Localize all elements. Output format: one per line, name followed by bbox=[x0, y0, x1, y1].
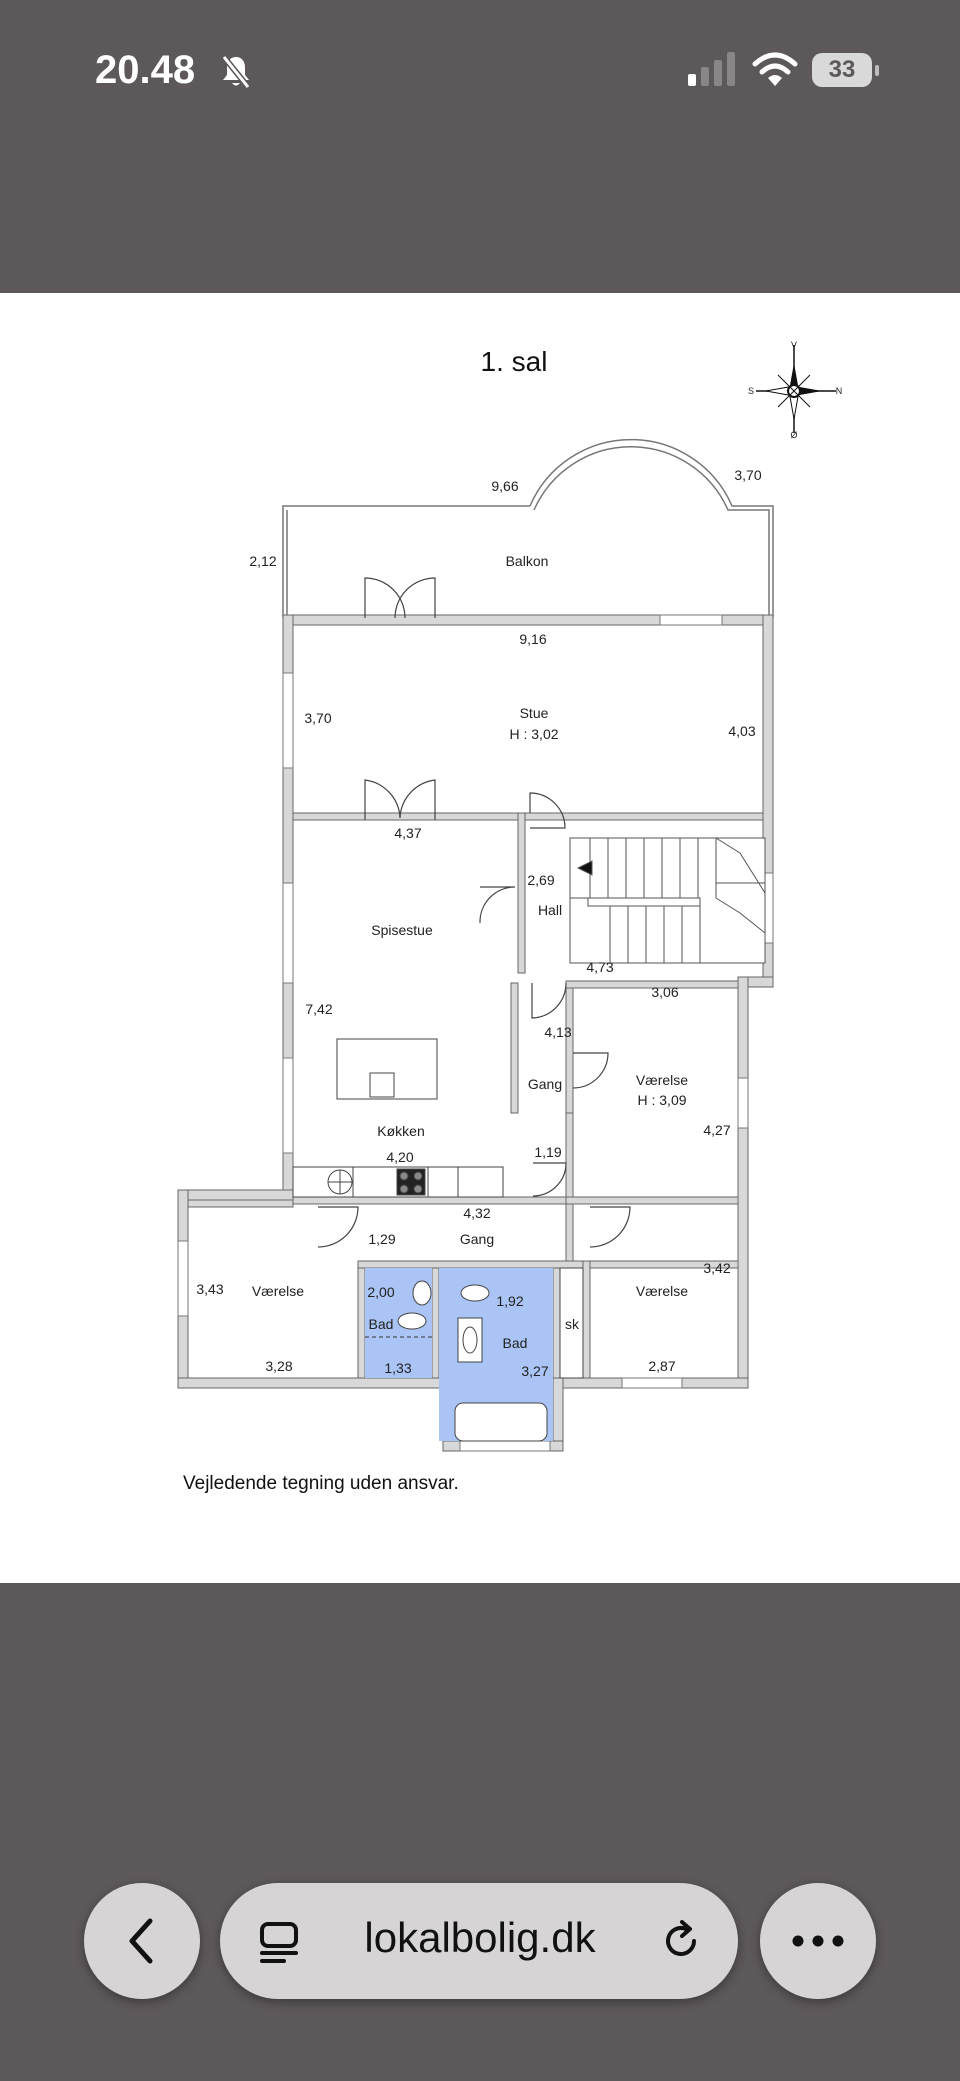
dimension-label: 4,13 bbox=[544, 1024, 571, 1040]
dimension-label: 4,73 bbox=[586, 959, 613, 975]
compass-east: Ø bbox=[790, 430, 797, 440]
room-label-hall: Hall bbox=[538, 902, 562, 918]
signal-icon bbox=[688, 52, 735, 86]
room-label-stue: Stue bbox=[520, 705, 549, 721]
compass-icon bbox=[756, 345, 836, 433]
dimension-label: 3,43 bbox=[196, 1281, 223, 1297]
room-label-bad-2: Bad bbox=[503, 1335, 528, 1351]
kitchen-fixtures bbox=[292, 1038, 504, 1198]
dimension-label: 4,32 bbox=[463, 1205, 490, 1221]
dimension-label: 3,42 bbox=[703, 1260, 730, 1276]
dimension-label: 4,27 bbox=[703, 1122, 730, 1138]
url-text[interactable]: lokalbolig.dk bbox=[364, 1914, 596, 1961]
room-label-spisestue: Spisestue bbox=[371, 922, 433, 938]
dimension-label: 3,06 bbox=[651, 984, 678, 1000]
staircase bbox=[569, 837, 766, 964]
interior-walls bbox=[187, 812, 764, 1379]
dimension-label: 7,42 bbox=[305, 1001, 332, 1017]
compass-north: N bbox=[836, 386, 843, 396]
floorplan-title: 1. sal bbox=[481, 346, 548, 377]
dimension-label: 3,27 bbox=[521, 1363, 548, 1379]
dimension-label: 4,03 bbox=[728, 723, 755, 739]
dimension-label: 2,69 bbox=[527, 872, 554, 888]
room-label-vaerelse-2: Værelse bbox=[252, 1283, 304, 1299]
battery-cap bbox=[875, 65, 879, 76]
wardrobe bbox=[559, 1267, 584, 1379]
address-bar[interactable] bbox=[220, 1883, 738, 1999]
dimension-label: 4,20 bbox=[386, 1149, 413, 1165]
room-label-bad-1: Bad bbox=[369, 1316, 394, 1332]
bathroom-1 bbox=[365, 1268, 432, 1378]
bell-slash-icon bbox=[221, 55, 251, 89]
dimension-label: 3,70 bbox=[304, 710, 331, 726]
battery-body bbox=[812, 53, 872, 87]
floorplan-image: 1. sal V Ø S N bbox=[0, 293, 960, 1583]
back-button[interactable] bbox=[84, 1883, 200, 1999]
more-dots-icon bbox=[792, 1935, 844, 1947]
battery-level: 33 bbox=[828, 56, 856, 83]
compass-south: S bbox=[748, 386, 754, 396]
dimension-label: 1,19 bbox=[534, 1144, 561, 1160]
dimension-label: 3,28 bbox=[265, 1358, 292, 1374]
room-label-gang-1: Gang bbox=[528, 1076, 562, 1092]
floorplan-drawing: 1. sal V Ø S N bbox=[177, 340, 843, 1494]
status-time: 20.48 bbox=[95, 48, 196, 92]
room-label-vaerelse-1: Værelse bbox=[636, 1072, 688, 1088]
room-label-sk: sk bbox=[565, 1316, 580, 1332]
room-label-koekken: Køkken bbox=[377, 1123, 424, 1139]
disclaimer-text: Vejledende tegning uden ansvar. bbox=[183, 1473, 459, 1494]
room-height-stue: H : 3,02 bbox=[509, 726, 558, 742]
bathroom-2 bbox=[439, 1268, 553, 1442]
dimension-label: 4,37 bbox=[394, 825, 421, 841]
dimension-label: 1,33 bbox=[384, 1360, 411, 1376]
reader-mode-icon[interactable] bbox=[258, 1921, 300, 1963]
compass-west: V bbox=[791, 340, 797, 350]
doors bbox=[317, 577, 631, 1248]
room-label-gang-2: Gang bbox=[460, 1231, 494, 1247]
dimension-label: 1,92 bbox=[496, 1293, 523, 1309]
back-chevron-icon bbox=[129, 1918, 153, 1964]
dimension-label: 9,16 bbox=[519, 631, 546, 647]
dimension-label: 3,70 bbox=[734, 467, 761, 483]
dimension-label: 2,12 bbox=[249, 553, 276, 569]
reload-icon[interactable] bbox=[660, 1919, 704, 1963]
battery-icon: 33 bbox=[812, 53, 879, 87]
dimension-label: 2,87 bbox=[648, 1358, 675, 1374]
room-label-vaerelse-3: Værelse bbox=[636, 1283, 688, 1299]
more-button[interactable] bbox=[760, 1883, 876, 1999]
balcony-outline bbox=[282, 438, 774, 618]
wifi-icon bbox=[752, 52, 798, 86]
dimension-label: 2,00 bbox=[367, 1284, 394, 1300]
dimension-label: 1,29 bbox=[368, 1231, 395, 1247]
room-height-vaerelse-1: H : 3,09 bbox=[637, 1092, 686, 1108]
dimension-label: 9,66 bbox=[491, 478, 518, 494]
windows bbox=[177, 614, 774, 1452]
room-label-balkon: Balkon bbox=[506, 553, 549, 569]
status-bar: 20.48 33 bbox=[0, 0, 960, 140]
